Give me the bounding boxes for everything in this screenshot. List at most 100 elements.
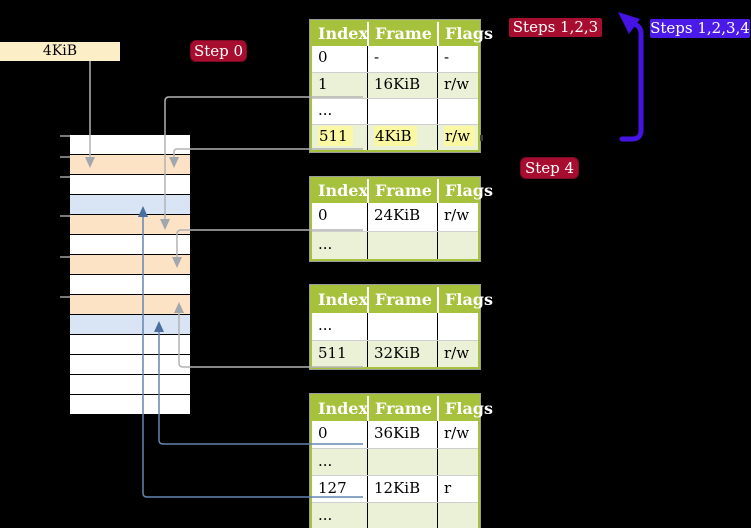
memory-tick [60,176,70,178]
table-cell: 4KiB [367,125,437,150]
header-frame: Frame [367,22,437,46]
steps-loop-arrow [619,21,644,142]
table-cell [367,503,437,528]
table-row-3: ... [312,502,478,528]
table-header: Index Frame Flags [312,287,493,313]
memory-tick [60,156,70,158]
table-row-3: 511 4KiB r/w [312,124,478,150]
memory-tick [60,215,70,217]
header-index: Index [318,399,369,418]
memory-frame-row-1 [70,155,190,174]
table-cell: r/w [437,421,478,448]
memory-frame-stack [70,135,190,415]
table-row-0: ... [312,313,478,340]
table-header: Index Frame Flags [312,179,493,203]
table-cell [437,313,478,340]
memory-frame-row-3 [70,195,190,214]
table-cell: - [437,46,478,72]
memory-tick [60,296,70,298]
arrowhead-up-left-icon [618,12,640,34]
table-cell: 1 [318,75,328,93]
table-cell: 36KiB [367,421,437,448]
table-cell [367,313,437,340]
highlighted-value: 511 [318,126,353,146]
table-cell: r [437,476,478,502]
table-cell: 511 [312,125,367,150]
header-flags: Flags [437,396,493,421]
header-flags: Flags [437,22,493,46]
table-cell: 511 [318,344,347,362]
blue-arrow-origin-nub [480,135,483,141]
table-cell: r/w [437,203,478,231]
table-cell: ... [318,452,333,470]
table-cell: 24KiB [367,203,437,231]
frame-size-label: 4KiB [0,42,120,61]
table-cell [367,99,437,124]
memory-frame-row-4 [70,215,190,234]
memory-frame-row-12 [70,375,190,394]
memory-frame-row-0 [70,135,190,154]
steps1234-badge: Steps 1,2,3,4 [650,19,750,38]
header-frame: Frame [367,396,437,421]
memory-frame-row-9 [70,315,190,334]
step0-badge: Step 0 [190,40,247,62]
table-cell: 0 [318,48,328,66]
header-index: Index [318,181,369,200]
table-cell: ... [318,235,333,253]
table-cell: 12KiB [367,476,437,502]
table-cell [367,232,437,259]
header-frame: Frame [367,179,437,203]
table-cell: r/w [437,125,478,150]
memory-frame-row-5 [70,235,190,254]
table-cell: 32KiB [367,341,437,367]
table-cell: - [367,46,437,72]
memory-frame-row-6 [70,255,190,274]
table-cell: 16KiB [367,73,437,98]
table-cell [437,449,478,475]
steps123-badge: Steps 1,2,3 [509,18,602,37]
table-row-1: ... [312,448,478,475]
memory-tick [60,135,70,137]
step4-badge: Step 4 [520,157,579,179]
memory-frame-row-7 [70,275,190,294]
memory-frame-row-8 [70,295,190,314]
memory-frame-row-13 [70,395,190,414]
header-index: Index [318,290,369,309]
table-cell: 0 [318,206,328,224]
header-frame: Frame [367,287,437,313]
table-cell: 127 [318,479,347,497]
table-cell [367,449,437,475]
table-header: Index Frame Flags [312,22,493,46]
table-cell: 0 [318,424,328,442]
header-flags: Flags [437,287,493,313]
memory-tick [60,256,70,258]
memory-frame-row-2 [70,175,190,194]
table-header: Index Frame Flags [312,396,493,421]
memory-frame-row-10 [70,335,190,354]
highlighted-value: 4KiB [374,126,417,146]
header-index: Index [318,24,369,43]
table-row-1: ... [312,231,478,259]
memory-frame-row-11 [70,355,190,374]
table-cell: ... [318,101,333,119]
table-cell [437,503,478,528]
table-cell: ... [318,316,333,334]
header-flags: Flags [437,179,493,203]
table-cell: ... [318,506,333,524]
table-cell: r/w [437,73,478,98]
table-row-2: ... [312,98,478,124]
